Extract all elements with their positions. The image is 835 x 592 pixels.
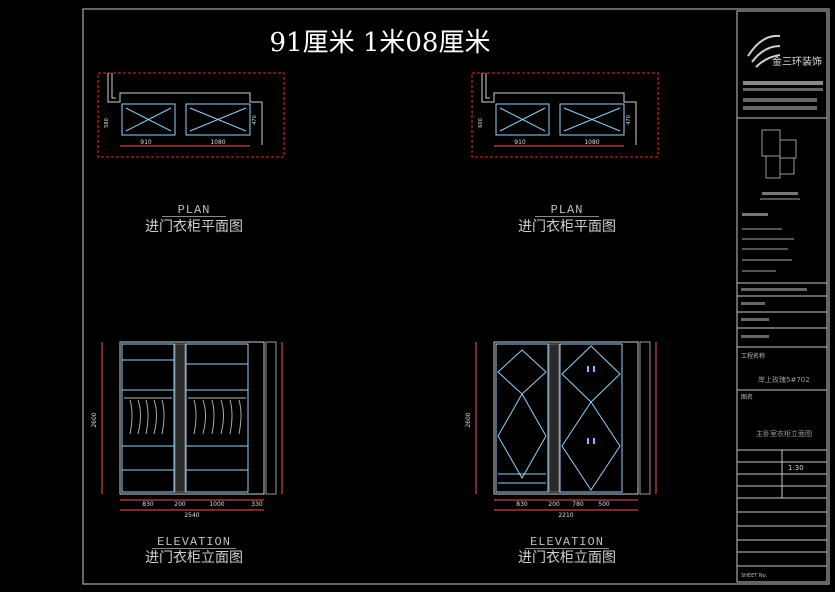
key-plan-caption (762, 192, 798, 195)
elev-left-caption-en: ELEVATION (157, 535, 231, 549)
project-value: 岸上玫瑰5#702 (758, 375, 810, 384)
elev-cabinet-left (121, 343, 175, 493)
elevation-view-right: 830 200 780 500 2210 2600 (465, 341, 657, 519)
elev-dim-330: 330 (251, 501, 263, 508)
plan-dashed-boundary (97, 72, 285, 158)
key-plan-thumbnail (761, 129, 797, 179)
plan-view-right: 910 1080 600 470 (471, 72, 659, 158)
elev-dim-200: 200 (174, 501, 186, 508)
plan-cabinet-a (495, 103, 550, 136)
elev-cabinet-right (185, 343, 249, 493)
plan-right-caption-cn: 进门衣柜平面图 (518, 219, 616, 235)
elev-right-caption-underline (525, 548, 609, 549)
elev-side-panel (265, 341, 277, 495)
sheet-border (82, 8, 830, 585)
elev-dim-830: 830 (142, 501, 154, 508)
plan-left-caption-cn: 进门衣柜平面图 (145, 219, 243, 235)
elev-door-right (559, 343, 623, 493)
notes-line (742, 248, 788, 250)
notes-line (742, 259, 792, 261)
plan-wall-inner (485, 73, 490, 99)
title-block: 金三环装饰 工程名称 岸上玫瑰5#702 图名 主卧室衣柜立面图 1:30 SH… (736, 10, 828, 583)
notes-line (742, 228, 782, 230)
plan-cabinet-b-x2 (563, 107, 621, 132)
drawing-value: 主卧室衣柜立面图 (756, 429, 812, 438)
drawing-label: 图名 (741, 393, 753, 401)
plan-cabinet-b-x2 (189, 107, 247, 132)
elev-door-left (495, 343, 549, 493)
elev-outer-frame (119, 341, 265, 495)
elev-dim-830: 830 (516, 501, 528, 508)
key-plan-caption (760, 198, 800, 200)
company-name-bar (743, 81, 823, 85)
plan-dim-910: 910 (514, 139, 526, 146)
notes-heading (742, 213, 768, 216)
plan-left-caption-underline (162, 216, 226, 217)
elev-door-diamond (497, 349, 547, 395)
scale-value: 1:30 (788, 464, 804, 472)
plan-dim-910: 910 (140, 139, 152, 146)
elev-dim-780: 780 (572, 501, 584, 508)
elev-dim-total: 2540 (184, 512, 199, 519)
notes-line (742, 270, 776, 272)
plan-cabinet-a (121, 103, 176, 136)
plan-cabinet-a-x2 (499, 107, 546, 132)
plan-dim-1080: 1080 (210, 139, 225, 146)
notes-line (742, 238, 794, 240)
elev-center-panel (174, 343, 186, 493)
company-logo-icon (747, 34, 781, 68)
elev-door-diamond (561, 401, 621, 491)
elevation-view-left: 830 200 1000 330 2540 2600 (91, 341, 283, 519)
elev-dim-1000: 1000 (209, 501, 224, 508)
company-info-bar (743, 98, 817, 102)
elev-dim-200: 200 (548, 501, 560, 508)
elev-side-panel (639, 341, 651, 495)
elev-left-caption-cn: 进门衣柜立面图 (145, 550, 243, 566)
elev-dim-500: 500 (598, 501, 610, 508)
page-title: 91厘米 1米08厘米 (269, 28, 491, 58)
sheet-label: SHEET No. (741, 573, 768, 579)
company-info-bar (743, 106, 817, 110)
plan-dim-side-right: 470 (626, 115, 632, 125)
plan-right-caption-en: PLAN (550, 203, 584, 217)
project-label: 工程名称 (741, 352, 765, 360)
company-brand: 金三环装饰 (772, 55, 822, 68)
plan-wall-inner (111, 73, 116, 99)
elev-hanging-clothes (129, 399, 242, 435)
plan-cabinet-b (559, 103, 625, 136)
plan-right-caption-underline (535, 216, 599, 217)
elev-right-caption-cn: 进门衣柜立面图 (518, 550, 616, 566)
plan-dim-side: 580 (104, 118, 110, 128)
elev-right-caption-en: ELEVATION (530, 535, 604, 549)
plan-cabinet-b (185, 103, 251, 136)
field-line (741, 302, 765, 305)
elev-dim-total: 2210 (558, 512, 573, 519)
elev-dim-height: 2600 (465, 412, 472, 427)
field-line (741, 288, 807, 291)
elev-dim-height: 2600 (91, 412, 98, 427)
elev-outer-frame (493, 341, 639, 495)
plan-wall (481, 73, 637, 145)
elev-left-caption-underline (152, 548, 236, 549)
plan-wall (107, 73, 263, 145)
plan-left-caption-en: PLAN (177, 203, 211, 217)
plan-dim-side: 600 (478, 118, 484, 128)
plan-dim-1080: 1080 (584, 139, 599, 146)
elev-door-diamond (497, 392, 547, 480)
field-line (741, 318, 769, 321)
elev-center-panel (548, 343, 560, 493)
plan-cabinet-a-x2 (125, 107, 172, 132)
plan-dim-side-right: 470 (252, 115, 258, 125)
elev-door-diamond (561, 345, 621, 403)
field-line (741, 335, 769, 338)
company-name-bar (743, 88, 823, 91)
plan-dashed-boundary (471, 72, 659, 158)
plan-view-left: 910 1080 580 470 (97, 72, 285, 158)
